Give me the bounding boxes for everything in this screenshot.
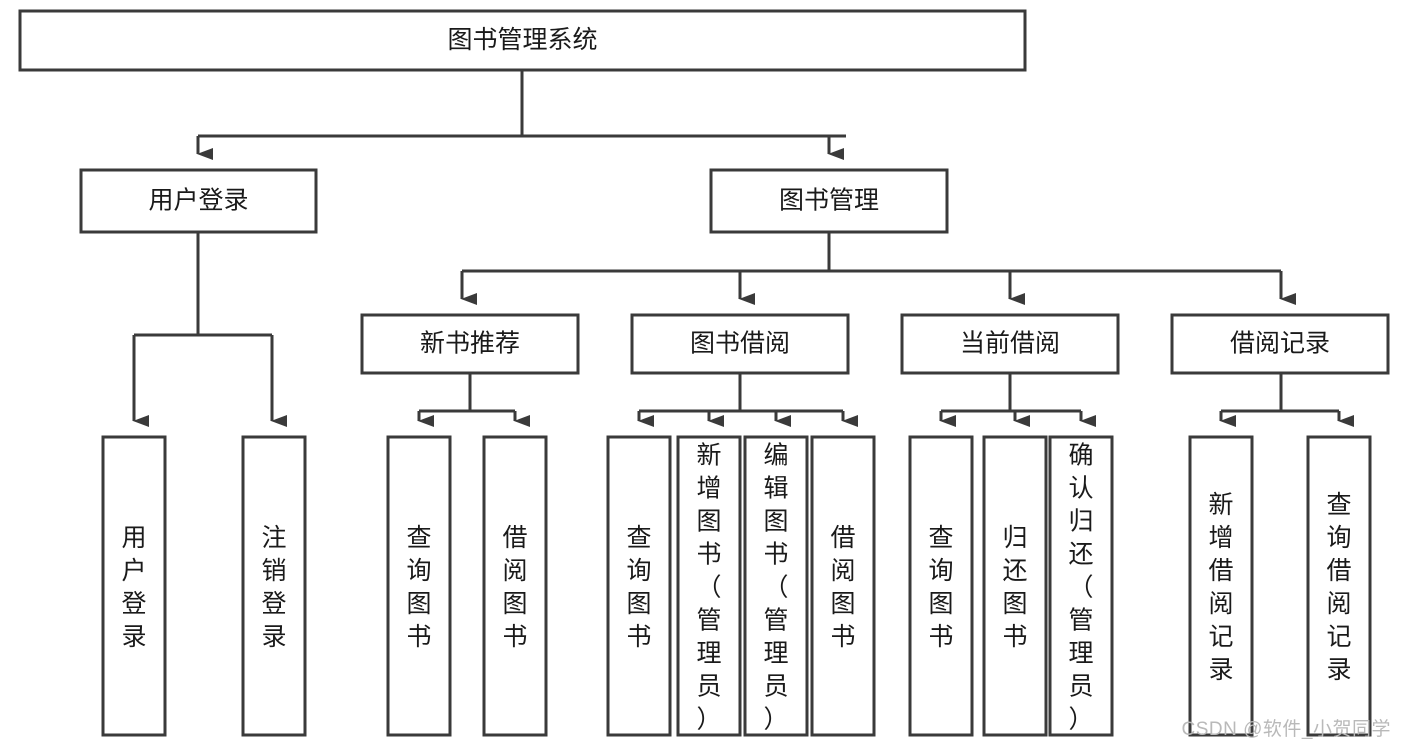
leaf-node-leaf-return-book[interactable]: 归还图书 <box>982 435 1048 737</box>
level1-node-book-manage-label: 图书管理 <box>779 187 879 215</box>
leaf-node-leaf-query-record[interactable]: 查询借阅记录 <box>1306 435 1372 737</box>
leaf-node-leaf-edit-book-rect[interactable] <box>743 435 809 737</box>
leaf-node-leaf-edit-book-label: 编辑图书（管理员） <box>763 442 788 734</box>
level1-node-user-login-rect[interactable] <box>79 168 318 234</box>
leaf-node-leaf-borrow-book-1-label: 借阅图书 <box>502 524 527 651</box>
leaf-node-leaf-add-record-rect[interactable] <box>1188 435 1254 737</box>
leaf-node-leaf-query-book-1[interactable]: 查询图书 <box>386 435 452 737</box>
level1-node-user-login[interactable]: 用户登录 <box>79 168 318 234</box>
leaf-node-leaf-query-book-1-rect[interactable] <box>386 435 452 737</box>
leaf-node-leaf-borrow-book-1[interactable]: 借阅图书 <box>482 435 548 737</box>
leaf-node-leaf-return-book-rect[interactable] <box>982 435 1048 737</box>
leaf-node-leaf-query-book-2[interactable]: 查询图书 <box>606 435 672 737</box>
leaf-node-leaf-confirm-return-label: 确认归还（管理员） <box>1068 442 1093 734</box>
level2-node-borrow-record-label: 借阅记录 <box>1230 330 1330 358</box>
leaf-node-leaf-query-book-3-rect[interactable] <box>908 435 974 737</box>
leaf-node-leaf-add-record-label: 新增借阅记录 <box>1208 491 1233 684</box>
level2-node-new-book-recommend-rect[interactable] <box>360 313 580 375</box>
leaf-node-leaf-user-logout-label: 注销登录 <box>261 524 286 651</box>
leaf-node-leaf-borrow-book-2[interactable]: 借阅图书 <box>810 435 876 737</box>
level2-node-new-book-recommend[interactable]: 新书推荐 <box>360 313 580 375</box>
level2-node-current-borrow-rect[interactable] <box>900 313 1120 375</box>
connector-bookborrow-to-leaves <box>637 373 858 427</box>
leaf-node-leaf-query-book-3[interactable]: 查询图书 <box>908 435 974 737</box>
level2-node-book-borrow[interactable]: 图书借阅 <box>630 313 850 375</box>
level2-node-borrow-record[interactable]: 借阅记录 <box>1170 313 1390 375</box>
level1-node-book-manage-rect[interactable] <box>709 168 949 234</box>
level2-node-new-book-recommend-label: 新书推荐 <box>420 330 520 358</box>
root-node-system-title-rect[interactable] <box>18 9 1027 72</box>
leaf-node-leaf-query-record-rect[interactable] <box>1306 435 1372 737</box>
level2-node-current-borrow[interactable]: 当前借阅 <box>900 313 1120 375</box>
watermark-text: CSDN @软件_小贺同学 <box>1181 719 1391 740</box>
leaf-node-leaf-add-book[interactable]: 新增图书（管理员） <box>676 435 742 737</box>
root-node-system-title[interactable]: 图书管理系统 <box>18 9 1027 72</box>
level1-node-user-login-label: 用户登录 <box>148 187 248 215</box>
connector-borrowrecord-to-leaves <box>1219 373 1354 427</box>
level2-node-book-borrow-rect[interactable] <box>630 313 850 375</box>
leaf-node-leaf-borrow-book-2-label: 借阅图书 <box>830 524 855 651</box>
level2-node-borrow-record-rect[interactable] <box>1170 313 1390 375</box>
leaf-node-leaf-query-record-label: 查询借阅记录 <box>1326 491 1351 684</box>
leaf-node-leaf-user-login-rect[interactable] <box>101 435 167 737</box>
leaf-node-leaf-user-login-label: 用户登录 <box>121 524 146 651</box>
root-node-label: 图书管理系统 <box>447 26 597 54</box>
connector-userlogin-to-leaves <box>132 232 287 427</box>
connector-newbook-to-leaves <box>417 373 530 427</box>
boxes-layer: 图书管理系统用户登录图书管理新书推荐图书借阅当前借阅借阅记录用户登录注销登录查询… <box>18 9 1390 737</box>
connector-bookmanage-to-level2 <box>460 232 1296 305</box>
leaf-node-leaf-add-record[interactable]: 新增借阅记录 <box>1188 435 1254 737</box>
leaf-node-leaf-add-book-label: 新增图书（管理员） <box>696 442 721 734</box>
level1-node-book-manage[interactable]: 图书管理 <box>709 168 949 234</box>
leaf-node-leaf-query-book-2-rect[interactable] <box>606 435 672 737</box>
connector-currentborrow-to-leaves <box>939 373 1096 427</box>
leaf-node-leaf-borrow-book-1-rect[interactable] <box>482 435 548 737</box>
leaf-node-leaf-confirm-return[interactable]: 确认归还（管理员） <box>1048 435 1114 737</box>
leaf-node-leaf-user-logout[interactable]: 注销登录 <box>241 435 307 737</box>
connector-root-to-level1 <box>196 70 846 160</box>
leaf-node-leaf-edit-book[interactable]: 编辑图书（管理员） <box>743 435 809 737</box>
leaf-node-leaf-borrow-book-2-rect[interactable] <box>810 435 876 737</box>
leaf-node-leaf-add-book-rect[interactable] <box>676 435 742 737</box>
level2-node-current-borrow-label: 当前借阅 <box>960 330 1060 358</box>
leaf-node-leaf-user-login[interactable]: 用户登录 <box>101 435 167 737</box>
leaf-node-leaf-query-book-3-label: 查询图书 <box>928 524 953 651</box>
leaf-node-leaf-query-book-2-label: 查询图书 <box>626 524 651 651</box>
level2-node-book-borrow-label: 图书借阅 <box>690 330 790 358</box>
leaf-node-leaf-query-book-1-label: 查询图书 <box>406 524 431 651</box>
leaf-node-leaf-return-book-label: 归还图书 <box>1002 524 1027 651</box>
leaf-node-leaf-confirm-return-rect[interactable] <box>1048 435 1114 737</box>
leaf-node-leaf-user-logout-rect[interactable] <box>241 435 307 737</box>
